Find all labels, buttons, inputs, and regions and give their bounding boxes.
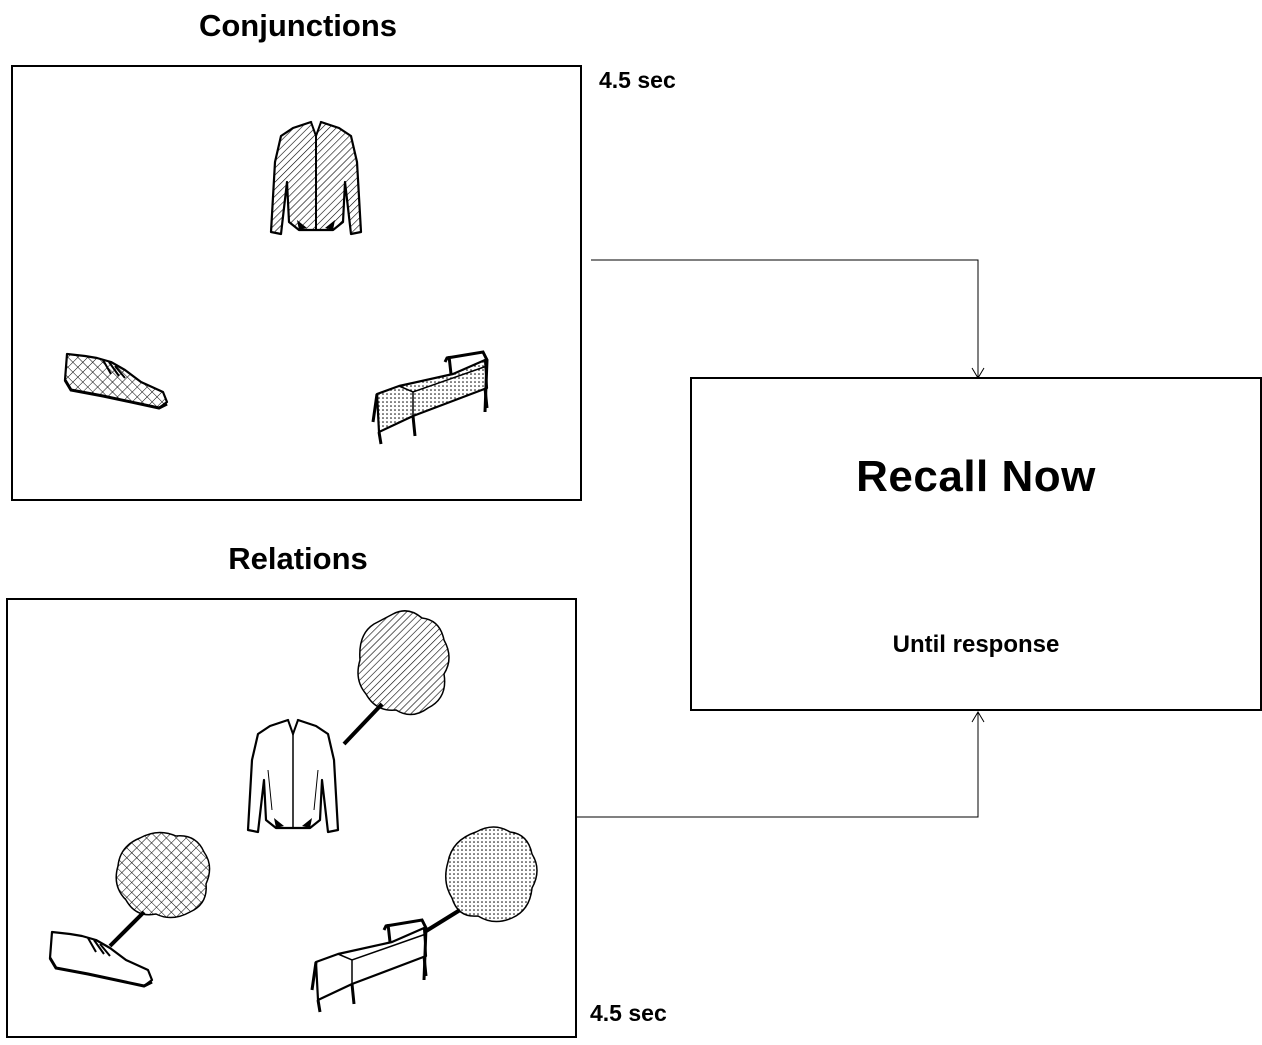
shirt-blob-connector (342, 702, 384, 746)
conjunctions-duration: 4.5 sec (599, 67, 676, 93)
bed-icon (371, 350, 489, 445)
crosshatch-texture-blob (115, 831, 211, 919)
relations-title: Relations (228, 541, 368, 576)
shirt-icon (246, 718, 340, 834)
bottom-connector-arrow (577, 711, 985, 818)
shirt-icon (269, 120, 363, 236)
relations-frame (6, 598, 577, 1038)
conjunctions-frame (11, 65, 582, 501)
recall-frame: Recall Now Until response (690, 377, 1262, 711)
relations-items (48, 610, 538, 1013)
recall-title: Recall Now (856, 452, 1096, 501)
bed-icon (310, 918, 428, 1013)
shoe-icon (63, 352, 169, 410)
dotted-texture-blob (445, 826, 538, 923)
conjunctions-title: Conjunctions (198, 8, 398, 43)
recall-subtitle: Until response (892, 631, 1060, 658)
shoe-icon (48, 930, 154, 988)
diagonal-texture-blob (357, 610, 450, 716)
relations-duration: 4.5 sec (590, 1000, 667, 1026)
shoe-blob-connector (108, 910, 146, 948)
top-connector-arrow (591, 259, 985, 379)
conjunctions-items (63, 120, 489, 445)
